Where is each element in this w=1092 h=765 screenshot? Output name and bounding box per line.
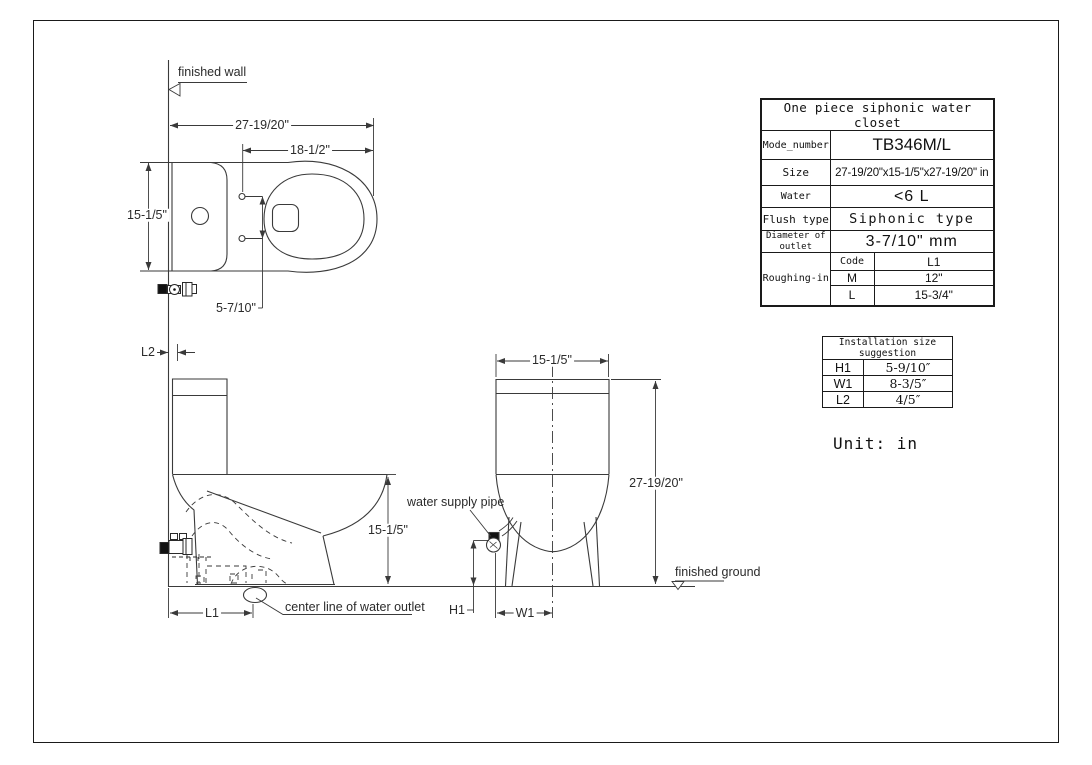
plan-outlet-hole: [271, 203, 300, 233]
side-tank: [171, 378, 228, 474]
wall-marker-triangle: [168, 82, 181, 97]
plan-supply-valve: [157, 282, 197, 297]
spec-value-outlet-diameter: 3-7/10" mm: [829, 230, 995, 253]
dim-side-bowl-height: 15-1/5": [366, 522, 410, 537]
roughing-code-l: L: [829, 285, 875, 306]
spec-table-title: One piece siphonic water closet: [760, 98, 995, 131]
dim-plan-overall-length: 27-19/20": [233, 117, 291, 132]
spec-value-model: TB346M/L: [829, 130, 995, 160]
finished-ground-label: finished ground: [675, 565, 761, 579]
front-tank: [495, 378, 610, 474]
installation-table: Installation size suggestion H1 5-9/10″ …: [822, 336, 953, 408]
spec-label-flush-type: Flush type: [760, 207, 831, 231]
roughing-code-header: Code: [829, 252, 875, 271]
dim-l1: L1: [203, 605, 221, 620]
side-back-curve: [171, 474, 199, 585]
install-label-h1: H1: [822, 359, 864, 376]
dim-front-overall-height: 27-19/20": [627, 475, 685, 490]
spec-table: One piece siphonic water closet Mode_num…: [760, 98, 996, 307]
roughing-dim-header: L1: [873, 252, 995, 271]
dim-plan-width: 15-1/5": [125, 207, 169, 222]
dim-plan-seat-length: 18-1/2": [288, 142, 332, 157]
plan-dimensions: [140, 118, 374, 361]
spec-label-water: Water: [760, 185, 831, 208]
spec-value-flush-type: Siphonic type: [829, 207, 995, 231]
plan-inner-bowl: [263, 173, 365, 260]
dim-front-tank-width: 15-1/5": [530, 352, 574, 367]
supply-pipe-leader: [469, 509, 492, 537]
install-label-l2: L2: [822, 391, 864, 408]
spec-label-outlet-diameter: Diameter of outlet: [760, 230, 831, 253]
finished-wall-label: finished wall: [178, 65, 247, 79]
front-view: [469, 365, 610, 618]
install-value-l2: 4/5″: [863, 391, 953, 408]
dim-seat-bolt-spacing: 5-7/10": [214, 300, 258, 315]
spec-label-size: Size: [760, 159, 831, 186]
side-dimensions: [168, 474, 412, 618]
dim-w1: W1: [513, 605, 537, 620]
roughing-value-m: 12": [873, 270, 995, 286]
page-border: [33, 20, 1059, 743]
spec-label-roughing-in: Roughing-in: [760, 252, 831, 306]
ground-marker-triangle: [671, 581, 685, 591]
side-supply-valve: [159, 533, 213, 563]
side-water-outlet: [242, 586, 268, 604]
dim-l2: L2: [139, 344, 157, 359]
install-label-w1: W1: [822, 375, 864, 392]
unit-note: Unit: in: [833, 434, 919, 453]
side-trapway-dashed: [185, 494, 293, 585]
water-outlet-centerline-label: center line of water outlet: [285, 600, 425, 614]
plan-view: [171, 160, 378, 309]
install-value-w1: 8-3/5″: [863, 375, 953, 392]
outlet-leader-line: [255, 597, 412, 615]
plan-tank-front-edge: [210, 161, 228, 272]
side-view: [171, 378, 388, 604]
roughing-value-l: 15-3/4": [873, 285, 995, 306]
wall-and-ground: [167, 60, 724, 591]
install-value-h1: 5-9/10″: [863, 359, 953, 376]
roughing-code-m: M: [829, 270, 875, 286]
spec-label-model: Mode_number: [760, 130, 831, 160]
installation-table-title: Installation size suggestion: [822, 336, 953, 360]
spec-value-size: 27-19/20"x15-1/5"x27-19/20" in: [829, 159, 995, 186]
dim-h1: H1: [447, 602, 467, 617]
water-supply-pipe-label: water supply pipe: [407, 495, 505, 509]
plan-flush-button: [190, 206, 210, 226]
spec-value-water: <6 L: [829, 185, 995, 208]
plan-fixture-outline: [171, 160, 378, 273]
